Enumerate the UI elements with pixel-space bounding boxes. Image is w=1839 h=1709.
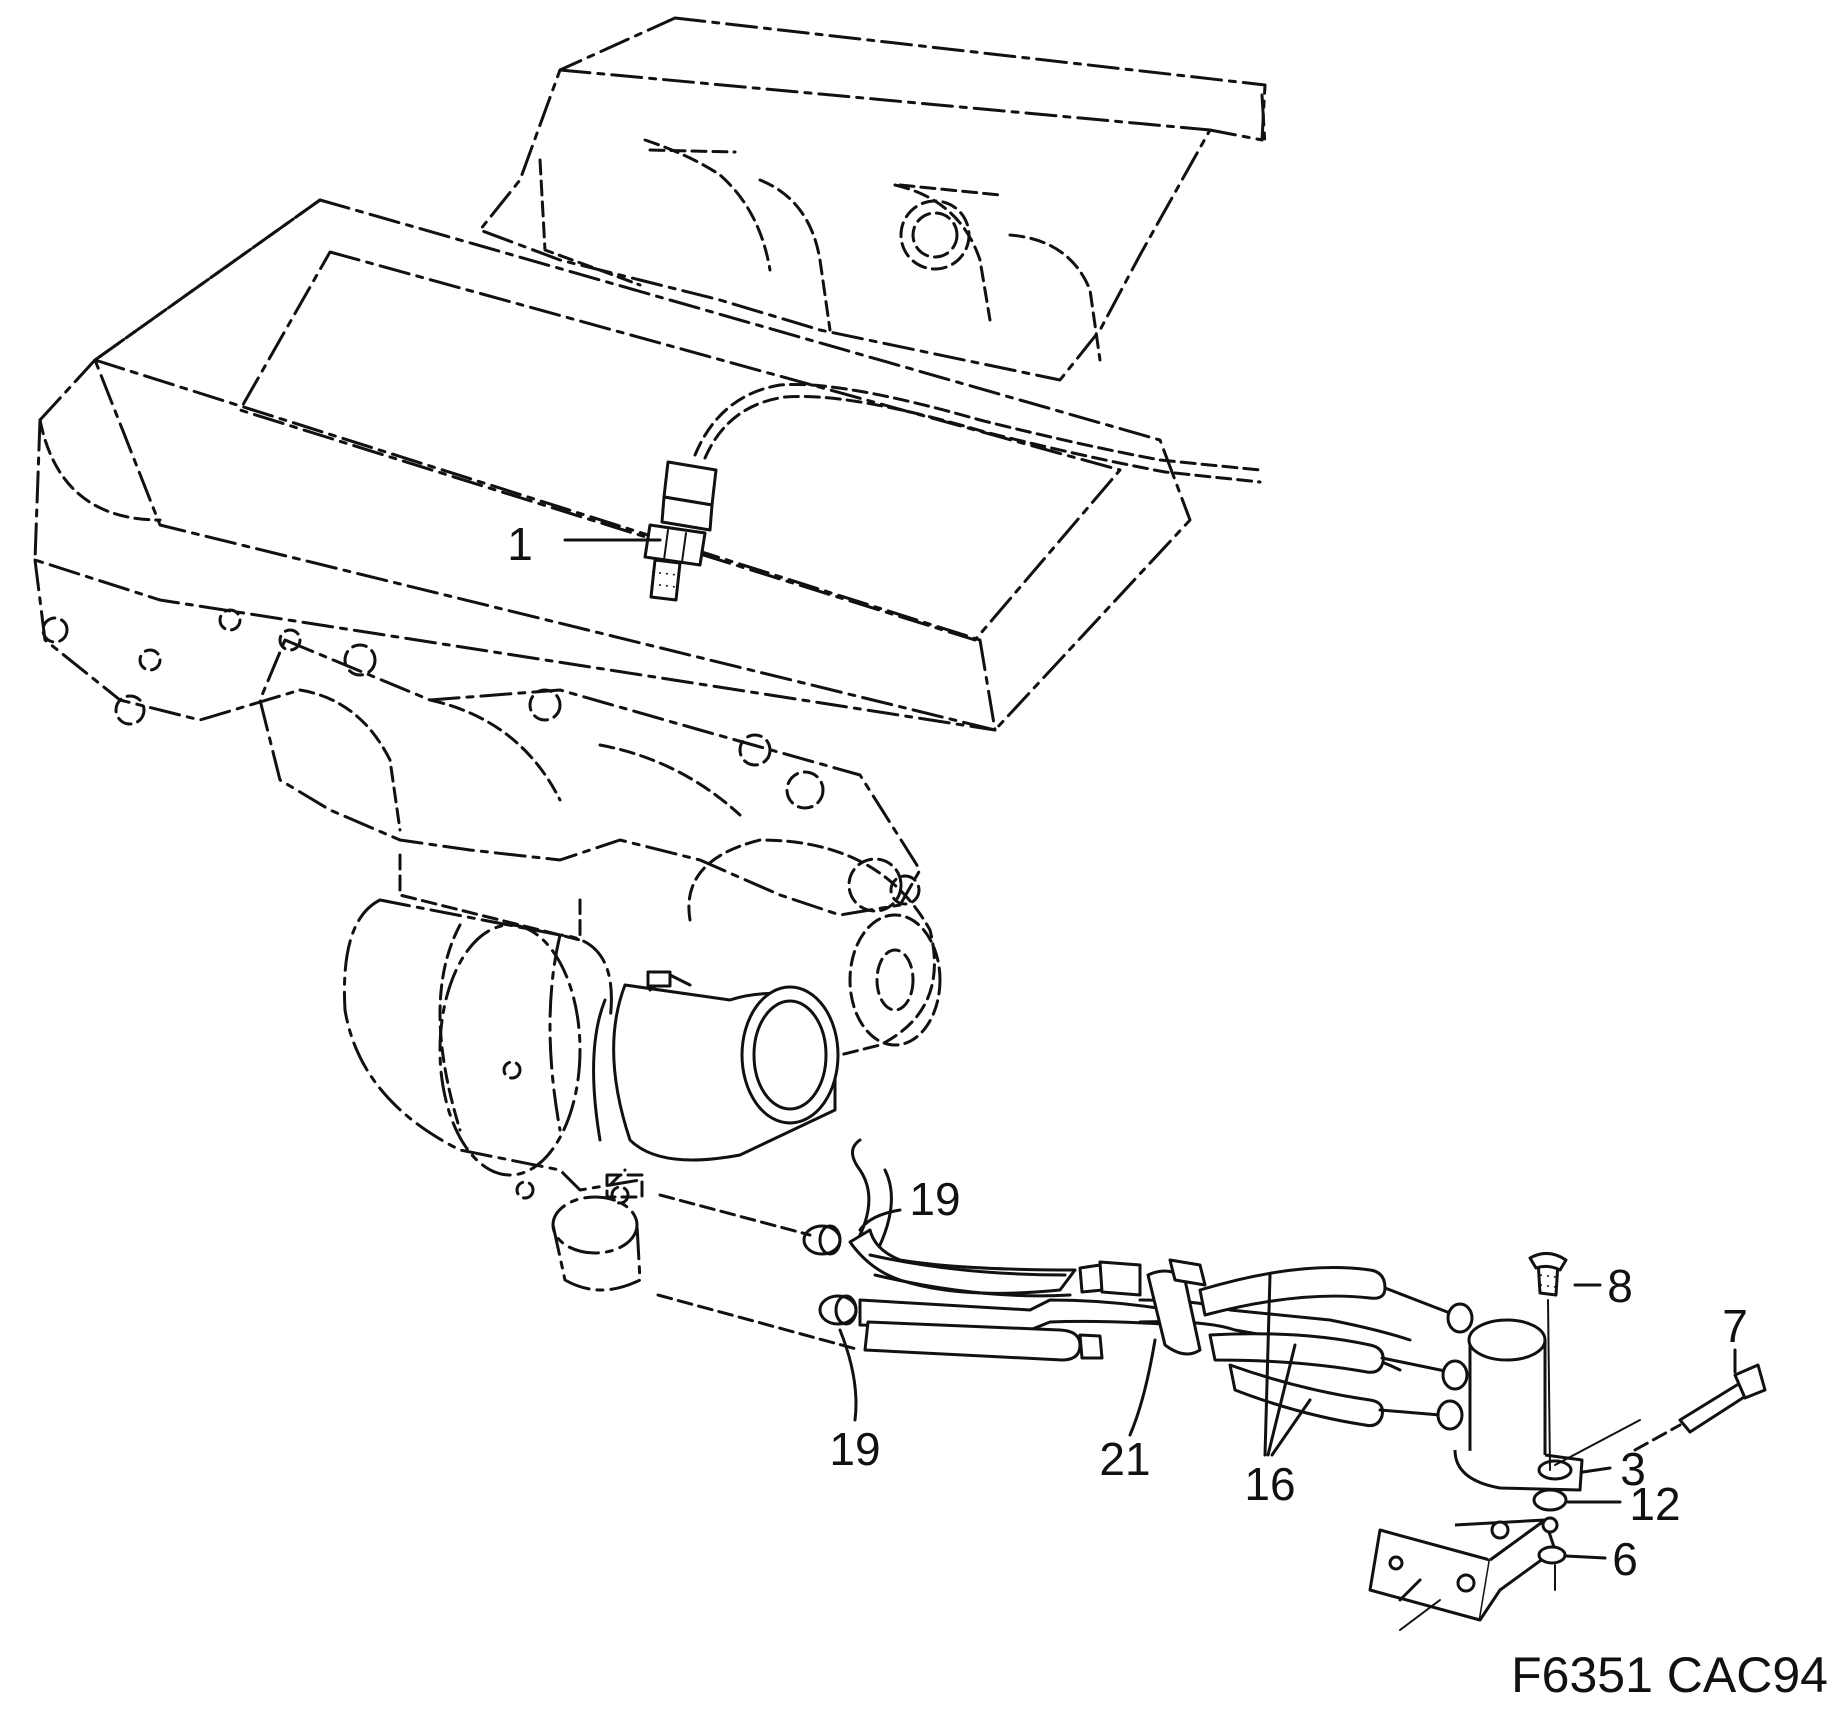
callout-16: 16 (1244, 1458, 1295, 1510)
turbocharger (342, 838, 942, 1292)
leader-lines (563, 538, 1737, 1560)
callout-19-top: 19 (909, 1173, 960, 1225)
vacuum-hoses (656, 1138, 1457, 1428)
callout-7: 7 (1722, 1300, 1748, 1352)
callout-19-bottom: 19 (829, 1423, 880, 1475)
callout-8: 8 (1607, 1260, 1633, 1312)
solenoid-valve-assembly (1368, 1252, 1767, 1631)
callout-6: 6 (1612, 1533, 1638, 1585)
callout-21: 21 (1099, 1433, 1150, 1485)
callout-labels: 1 19 19 21 16 8 7 3 12 6 (507, 518, 1748, 1585)
exhaust-manifold (258, 638, 922, 942)
intake-manifold (478, 16, 1267, 382)
callout-12: 12 (1629, 1478, 1680, 1530)
boost-pressure-sensor (643, 382, 1262, 602)
callout-1: 1 (507, 518, 533, 570)
cylinder-head-cover (33, 198, 1192, 732)
callout-3: 3 (1620, 1443, 1646, 1495)
figure-code: F6351 CAC94 (1511, 1647, 1828, 1703)
